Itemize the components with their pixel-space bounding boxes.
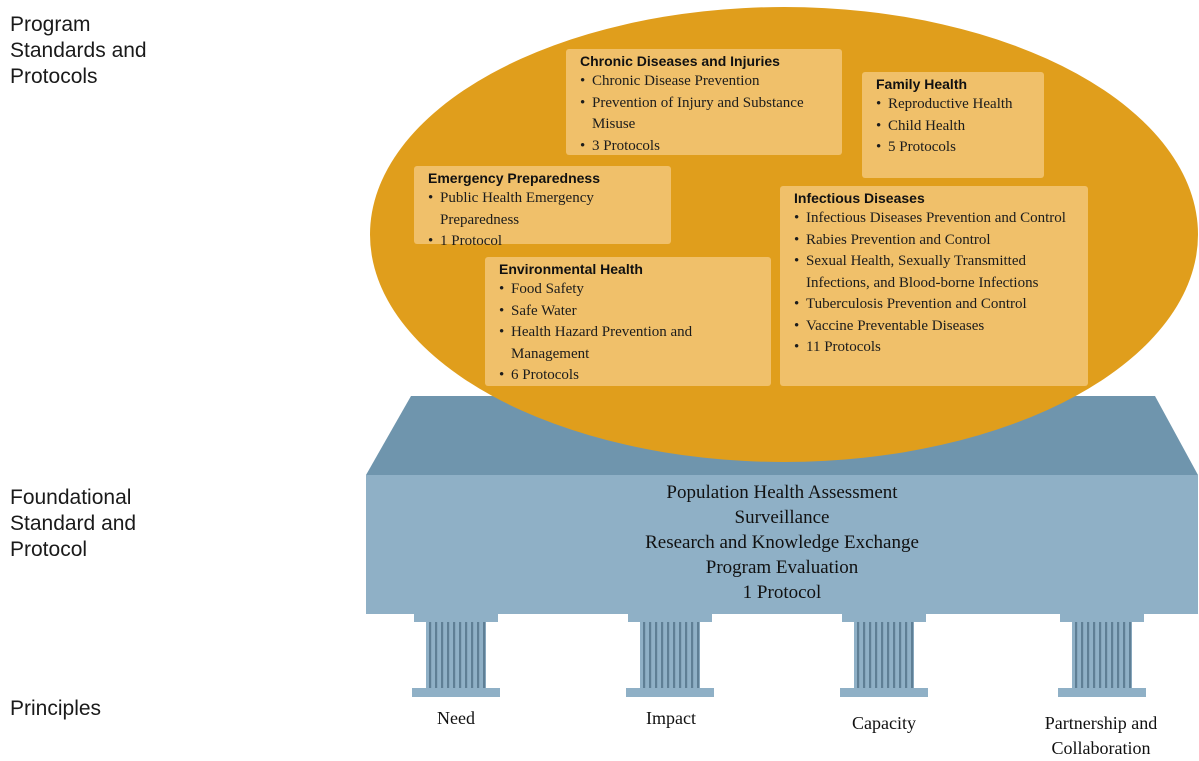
infectious-diseases-item: Sexual Health, Sexually Transmitted Infe…	[794, 251, 1080, 294]
foundation-line: Population Health Assessment	[666, 482, 898, 503]
pillar-label-partnership: Partnership and Collaboration	[1044, 713, 1158, 758]
foundation-line: Surveillance	[734, 507, 830, 528]
environmental-health-item: 6 Protocols	[499, 365, 763, 387]
chronic-diseases-item: Chronic Disease Prevention	[580, 71, 834, 93]
chronic-diseases-item: Prevention of Injury and Substance Misus…	[580, 93, 834, 136]
infectious-diseases-box: Infectious Diseases Infectious Diseases …	[780, 186, 1088, 386]
emergency-preparedness-item: 1 Protocol	[428, 231, 663, 253]
platform-front-face	[366, 475, 1198, 614]
foundation-text: Population Health Assessment Surveillanc…	[366, 480, 1198, 605]
emergency-preparedness-box: Emergency Preparedness Public Health Eme…	[414, 166, 671, 252]
foundation-line: Program Evaluation	[705, 557, 859, 578]
family-health-box: Family Health Reproductive Health Child …	[862, 72, 1044, 178]
pillar-label-capacity: Capacity	[852, 713, 916, 733]
pillar-need	[412, 614, 500, 697]
pillars-group	[412, 614, 1146, 697]
pillar-label-need: Need	[437, 708, 475, 728]
pillar-capacity	[840, 614, 928, 697]
chronic-diseases-title: Chronic Diseases and Injuries	[580, 53, 780, 69]
pillar-impact	[626, 614, 714, 697]
infectious-diseases-item: Infectious Diseases Prevention and Contr…	[794, 208, 1080, 230]
environmental-health-box: Environmental Health Food Safety Safe Wa…	[485, 257, 771, 386]
family-health-item: Reproductive Health	[876, 94, 1036, 116]
infectious-diseases-item: Tuberculosis Prevention and Control	[794, 294, 1080, 316]
environmental-health-title: Environmental Health	[499, 261, 643, 277]
environmental-health-item: Food Safety	[499, 279, 763, 301]
environmental-health-item: Health Hazard Prevention and Management	[499, 322, 763, 365]
infectious-diseases-item: 11 Protocols	[794, 337, 1080, 359]
infectious-diseases-item: Rabies Prevention and Control	[794, 230, 1080, 252]
chronic-diseases-box: Chronic Diseases and Injuries Chronic Di…	[566, 49, 842, 158]
family-health-title: Family Health	[876, 76, 968, 92]
emergency-preparedness-title: Emergency Preparedness	[428, 170, 600, 186]
family-health-item: Child Health	[876, 116, 1036, 138]
pillar-partnership	[1058, 614, 1146, 697]
foundation-line: Research and Knowledge Exchange	[645, 532, 919, 553]
principles-label: Principles	[10, 697, 102, 720]
chronic-diseases-item: 3 Protocols	[580, 136, 834, 158]
emergency-preparedness-item: Public Health Emergency Preparedness	[428, 188, 663, 231]
foundation-line: 1 Protocol	[742, 582, 822, 603]
program-standards-label: Program Standards and Protocols	[10, 13, 147, 88]
environmental-health-item: Safe Water	[499, 301, 763, 323]
family-health-item: 5 Protocols	[876, 137, 1036, 159]
infectious-diseases-item: Vaccine Preventable Diseases	[794, 316, 1080, 338]
pillar-label-impact: Impact	[646, 708, 696, 728]
infectious-diseases-title: Infectious Diseases	[794, 190, 925, 206]
foundational-standard-label: Foundational Standard and Protocol	[10, 486, 137, 561]
